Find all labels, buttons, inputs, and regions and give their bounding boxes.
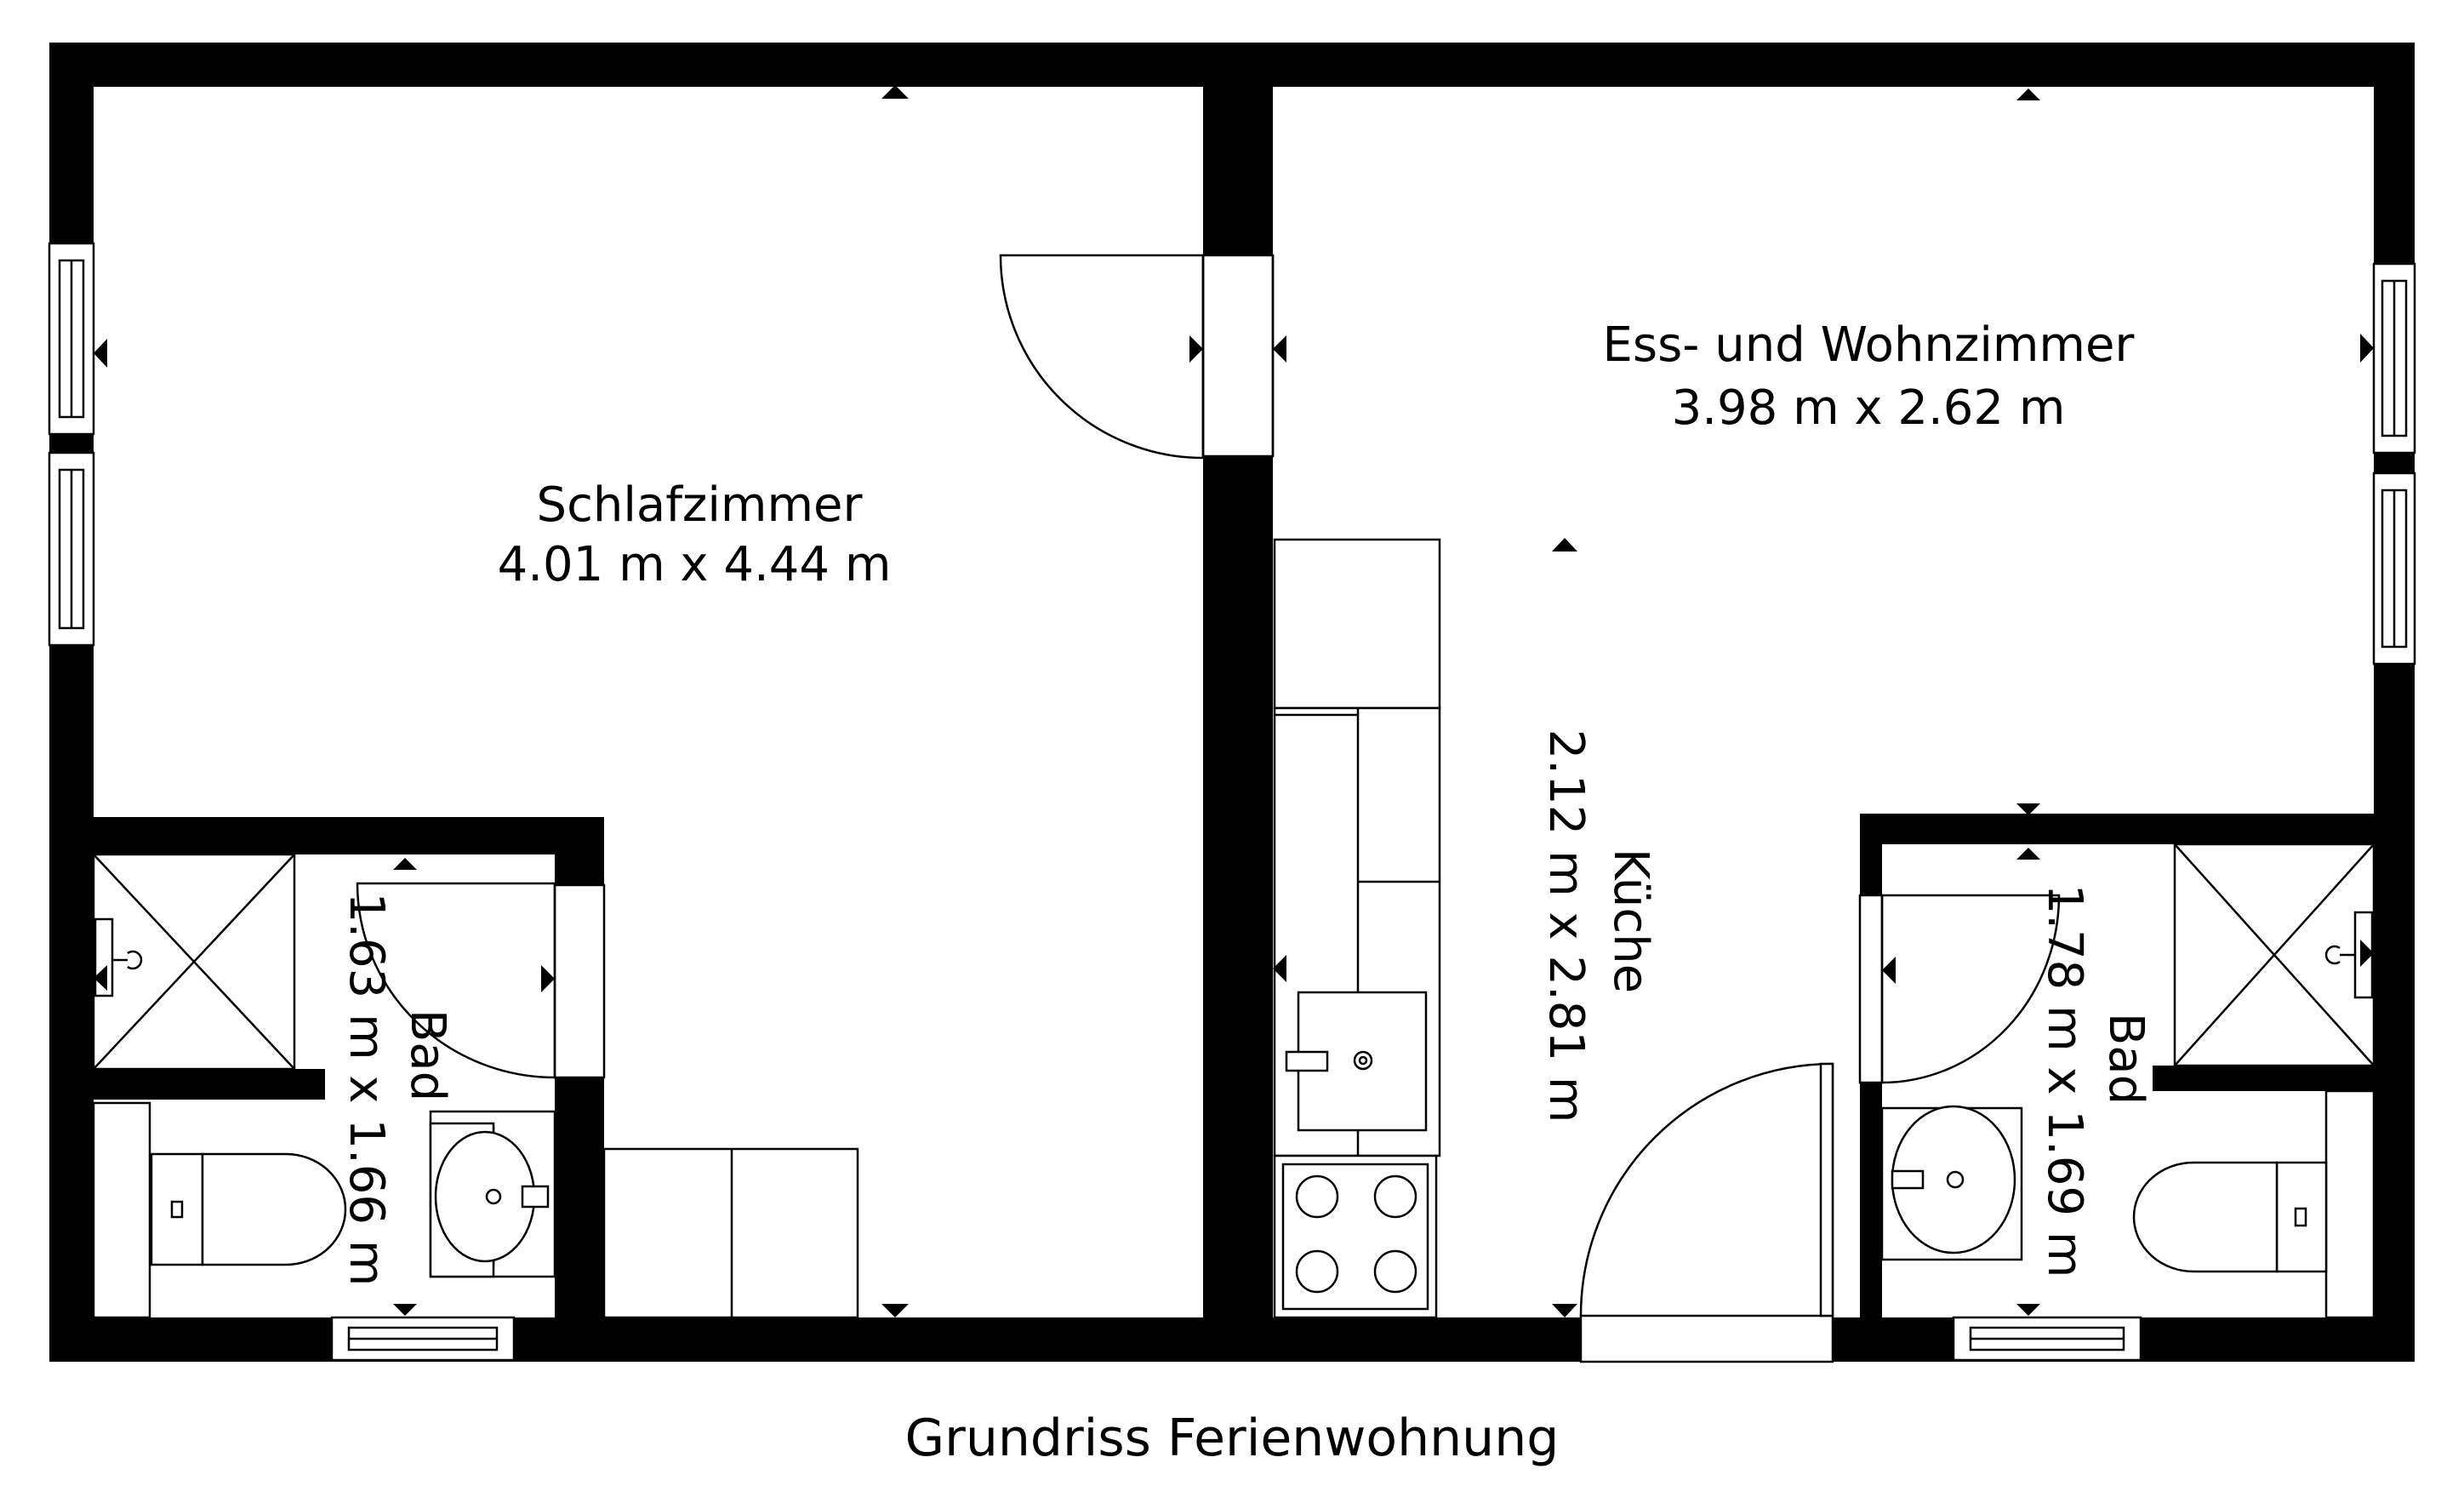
room-size-bad-left: 1.63 m x 1.66 m	[339, 893, 394, 1287]
room-name-wohnzimmer: Ess- und Wohnzimmer	[1603, 317, 2136, 373]
room-name-kueche: Küche	[1603, 849, 1658, 993]
toilet-icon	[92, 1101, 347, 1319]
dimension-arrow-icon	[2360, 940, 2374, 967]
room-size-wohnzimmer: 3.98 m x 2.62 m	[1672, 380, 2066, 436]
wall-right	[2374, 43, 2415, 1362]
dimension-arrow-icon	[94, 339, 107, 368]
dimension-arrow-icon	[1189, 335, 1203, 363]
dimension-arrow-icon	[1552, 538, 1577, 551]
dimension-arrow-icon	[881, 85, 909, 99]
dimension-arrow-icon	[2360, 334, 2374, 363]
door-jamb-bath-left	[553, 883, 606, 1079]
room-name-bad-left: Bad	[400, 1009, 455, 1101]
door-jamb-center	[1201, 254, 1275, 458]
kitchen-cabinet	[1273, 538, 1441, 710]
door-swing-icon	[999, 254, 1205, 460]
dimension-arrow-icon	[1882, 957, 1896, 984]
door-swing-icon	[1880, 894, 2061, 1084]
room-name-schlafzimmer: Schlafzimmer	[537, 477, 864, 533]
wall-bath-right-top	[1860, 814, 2374, 844]
window-icon	[1952, 1316, 2142, 1362]
plan-title: Grundriss Ferienwohnung	[905, 1409, 1560, 1468]
wall-bath-right-divider	[2153, 1066, 2374, 1091]
bath-left-fixtures	[92, 853, 556, 1319]
window-icon	[2372, 471, 2416, 666]
wall-center	[1203, 43, 1273, 1362]
wall-left	[49, 43, 94, 1362]
room-name-bad-right: Bad	[2098, 1013, 2153, 1105]
sink-icon	[429, 1110, 556, 1278]
dimension-arrow-icon	[393, 858, 417, 870]
door-jamb-bath-right	[1858, 894, 1884, 1084]
door-swing-icon	[1579, 1062, 1834, 1317]
room-labels: Schlafzimmer 4.01 m x 4.44 m Ess- und Wo…	[339, 317, 2153, 1286]
dimension-arrow-icon	[2016, 89, 2040, 100]
toilet-icon	[2132, 1089, 2376, 1319]
wall-bath-left-divider	[94, 1069, 325, 1100]
room-size-kueche: 2.12 m x 2.81 m	[1538, 729, 1594, 1123]
wall-bath-left-top	[94, 817, 604, 854]
dimension-arrow-icon	[393, 1304, 417, 1316]
dimension-arrow-icon	[1273, 955, 1286, 982]
windows	[48, 242, 2416, 1362]
shower-icon	[92, 853, 296, 1071]
bath-right-fixtures	[1880, 843, 2376, 1319]
dimension-arrows	[94, 85, 2374, 1317]
window-icon	[48, 451, 95, 647]
dimension-arrow-icon	[541, 965, 555, 992]
door-swing-icon	[356, 882, 556, 1079]
entrance-door-opening	[1579, 1314, 1834, 1363]
dimension-arrow-icon	[2016, 1304, 2040, 1316]
dimension-arrow-icon	[94, 965, 107, 991]
shower-icon	[2173, 843, 2376, 1067]
sink-icon	[1880, 1105, 2023, 1261]
kitchen-fixtures	[1273, 538, 1441, 1319]
window-icon	[330, 1316, 516, 1362]
dimension-arrow-icon	[2016, 848, 2040, 860]
dimension-arrow-icon	[2016, 803, 2040, 815]
door-swings	[356, 254, 2061, 1317]
room-size-bad-right: 1.78 m x 1.69 m	[2037, 884, 2092, 1278]
window-icon	[2372, 262, 2416, 454]
room-size-schlafzimmer: 4.01 m x 4.44 m	[498, 537, 892, 592]
dimension-arrow-icon	[881, 1304, 909, 1317]
dimension-arrow-icon	[1273, 335, 1286, 363]
dimension-arrow-icon	[1552, 1304, 1577, 1317]
sink-icon	[1285, 991, 1428, 1132]
bedroom-wardrobe	[602, 1147, 859, 1319]
window-icon	[48, 242, 95, 436]
stove-icon	[1273, 1154, 1438, 1319]
